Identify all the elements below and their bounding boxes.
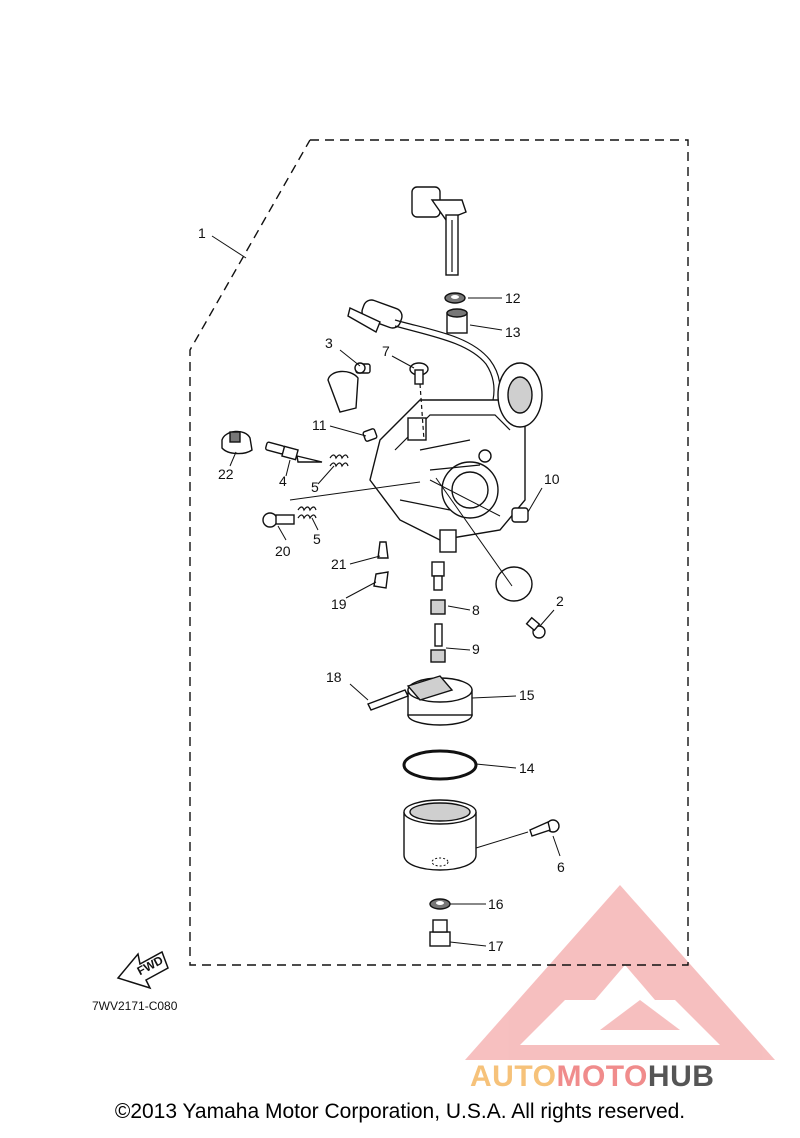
callout-17: 17 bbox=[488, 938, 504, 954]
callout-10: 10 bbox=[544, 471, 560, 487]
gasket-part-14 bbox=[402, 749, 478, 781]
screw-part-6 bbox=[529, 819, 560, 837]
washer-part-16 bbox=[429, 898, 451, 910]
callout-7: 7 bbox=[382, 343, 390, 359]
needle-valve-part-21 bbox=[377, 541, 389, 559]
callout-5a: 5 bbox=[311, 479, 319, 495]
callout-6: 6 bbox=[557, 859, 565, 875]
throttle-lever-part bbox=[411, 186, 467, 276]
part-code: 7WV2171-C080 bbox=[92, 999, 178, 1013]
screw-part-2 bbox=[525, 616, 546, 639]
cap-part-22 bbox=[221, 430, 253, 455]
float-bowl-part bbox=[403, 799, 477, 871]
callout-13: 13 bbox=[505, 324, 521, 340]
cover-part bbox=[495, 566, 533, 602]
callout-20: 20 bbox=[275, 543, 291, 559]
callout-4: 4 bbox=[279, 473, 287, 489]
callout-14: 14 bbox=[519, 760, 535, 776]
callout-12: 12 bbox=[505, 290, 521, 306]
callout-19: 19 bbox=[331, 596, 347, 612]
watermark-logo bbox=[465, 885, 775, 1060]
pilot-jet-part-11 bbox=[362, 428, 378, 442]
screw-part-20 bbox=[262, 512, 295, 528]
drain-bolt-part-17 bbox=[429, 919, 451, 947]
callout-18: 18 bbox=[326, 669, 342, 685]
screw-part-7 bbox=[409, 362, 429, 441]
callout-9: 9 bbox=[472, 641, 480, 657]
fwd-arrow-icon: FWD bbox=[116, 950, 169, 990]
float-pin-part-18 bbox=[367, 689, 409, 711]
callout-3: 3 bbox=[325, 335, 333, 351]
main-jet-part-9 bbox=[430, 623, 446, 663]
collar-part-13 bbox=[446, 308, 468, 334]
leader-lines bbox=[211, 235, 561, 947]
main-nozzle-part-8 bbox=[430, 561, 446, 615]
copyright-notice: ©2013 Yamaha Motor Corporation, U.S.A. A… bbox=[114, 1100, 686, 1123]
float-part-15 bbox=[406, 675, 473, 726]
watermark-auto: AUTO bbox=[470, 1060, 557, 1093]
callout-21: 21 bbox=[331, 556, 347, 572]
spring-part-5-lower bbox=[297, 506, 317, 520]
bracket-plate-part bbox=[327, 370, 359, 413]
callout-2: 2 bbox=[556, 593, 564, 609]
callout-15: 15 bbox=[519, 687, 535, 703]
watermark-text: AUTOMOTOHUB bbox=[470, 1060, 800, 1094]
callout-11: 11 bbox=[312, 417, 327, 433]
clip-part-19 bbox=[373, 571, 389, 589]
callout-16: 16 bbox=[488, 896, 504, 912]
screw-part-3 bbox=[354, 362, 371, 374]
choke-hose-part bbox=[347, 299, 501, 411]
callout-8: 8 bbox=[472, 602, 480, 618]
drain-screw-part-10 bbox=[511, 507, 529, 523]
assembly-boundary bbox=[189, 139, 689, 966]
callout-1: 1 bbox=[198, 225, 206, 241]
washer-part-12 bbox=[444, 292, 466, 304]
watermark-moto: MOTO bbox=[556, 1060, 648, 1093]
callout-22: 22 bbox=[218, 466, 234, 482]
carburetor-body-part bbox=[369, 362, 543, 553]
pilot-screw-part-4 bbox=[265, 441, 323, 463]
watermark-hub: HUB bbox=[647, 1060, 715, 1093]
callout-5b: 5 bbox=[313, 531, 321, 547]
spring-part-5-upper bbox=[329, 454, 349, 468]
